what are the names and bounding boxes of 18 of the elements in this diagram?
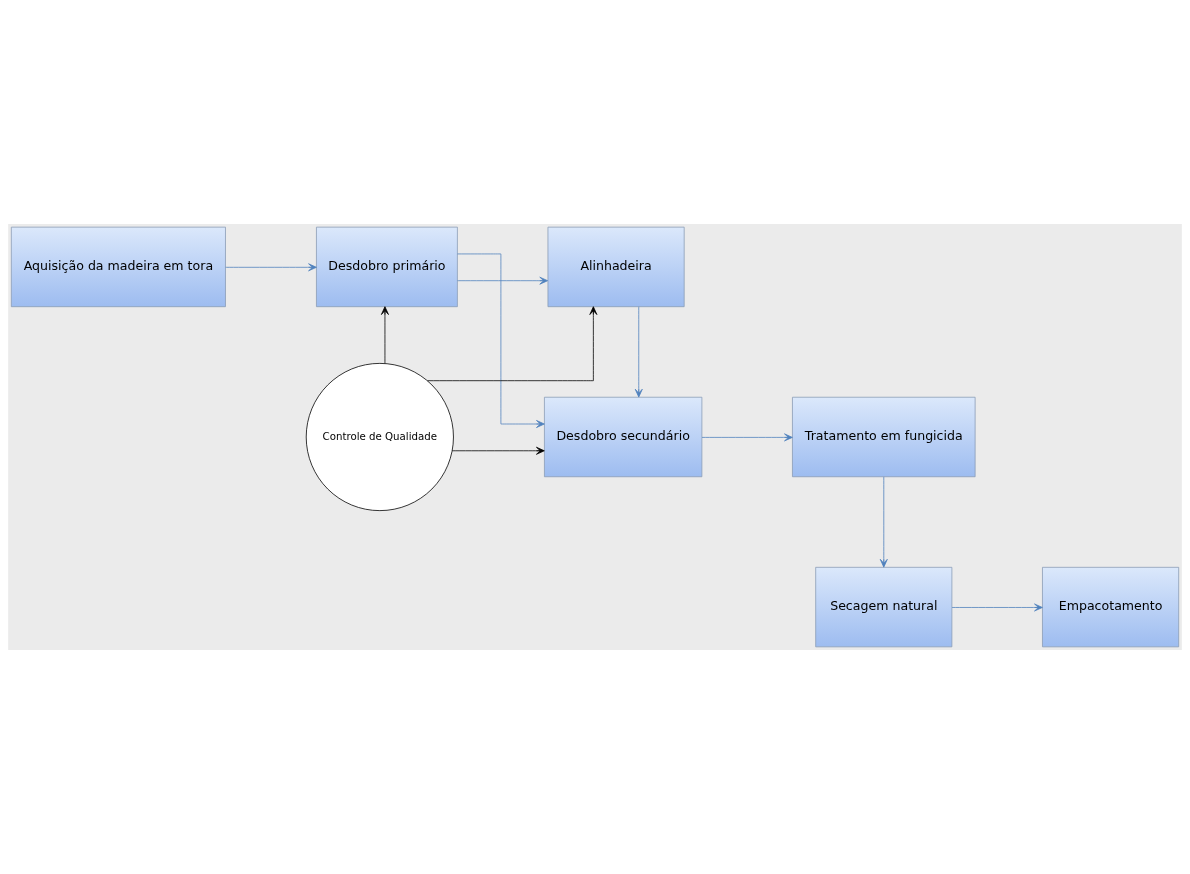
node-box: Aquisição da madeira em tora <box>10 226 226 308</box>
arrow <box>457 253 545 428</box>
arrow <box>701 433 793 442</box>
node-box: Desdobro secundário <box>544 396 703 478</box>
node-box: Desdobro primário <box>316 226 458 308</box>
arrow <box>381 306 389 364</box>
arrow <box>879 476 888 568</box>
node-box: Empacotamento <box>1042 566 1180 648</box>
arrow <box>457 276 549 285</box>
arrow <box>427 306 598 382</box>
arrow <box>451 446 545 455</box>
arrow <box>225 263 317 272</box>
node-box: Alinhadeira <box>547 226 685 308</box>
node-circle: Controle de Qualidade <box>305 363 454 511</box>
node-box: Tratamento em fungicida <box>792 396 976 478</box>
arrow <box>951 603 1043 612</box>
arrow <box>634 306 643 398</box>
node-box: Secagem natural <box>815 566 953 648</box>
